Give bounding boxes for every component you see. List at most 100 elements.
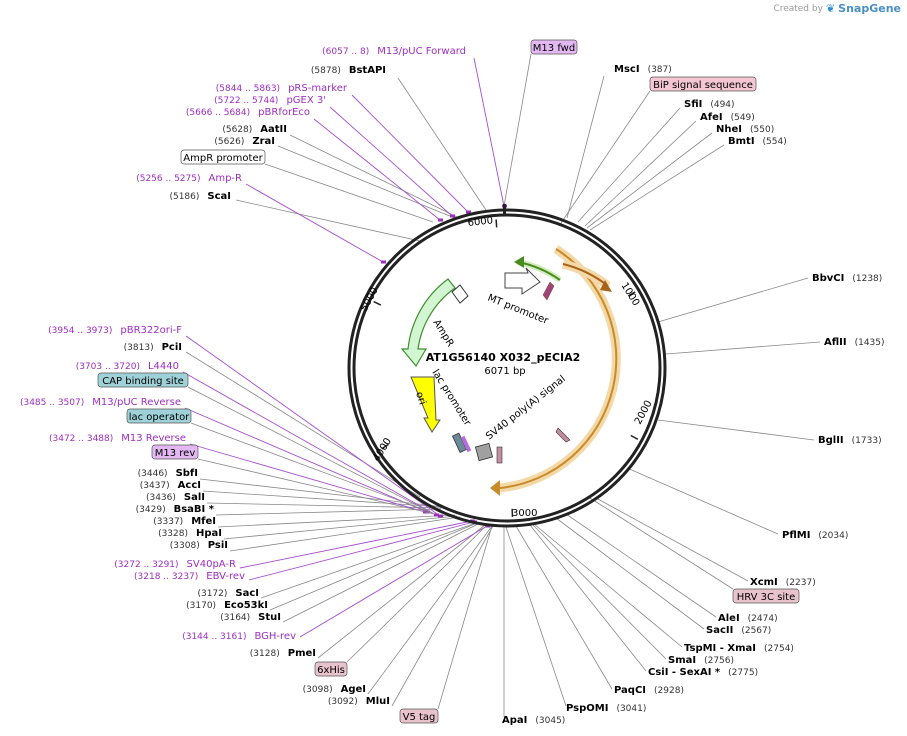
site-agei[interactable]: (3098)AgeI [303, 684, 366, 695]
site-aatii[interactable]: (5628)AatII [222, 124, 287, 135]
site-zrai[interactable]: (5626)ZraI [214, 136, 275, 147]
site-xcmi[interactable]: XcmI(2237) [750, 577, 816, 588]
bip-arc[interactable] [561, 259, 611, 290]
primer-pbr322ori-f[interactable]: (3954 .. 3973)pBR322ori-F [48, 325, 182, 336]
site-name: CsiI - SexAI * [648, 667, 721, 678]
primer-prs-marker[interactable]: (5844 .. 5863)pRS-marker [216, 83, 348, 94]
site-pflmi[interactable]: PflMI(2034) [782, 530, 848, 541]
feature-lac-operator[interactable]: lac operator [126, 408, 192, 424]
site-pmei[interactable]: (3128)PmeI [250, 648, 316, 659]
site-position: (2775) [728, 668, 758, 678]
primer-mark-pbr322ori-f [438, 514, 443, 518]
site-paqci[interactable]: PaqCI(2928) [614, 685, 684, 696]
primer-leader-prs-marker [351, 94, 469, 213]
tick-label-6000: 6000 [467, 215, 493, 229]
leader-psii [229, 516, 461, 552]
site-pspomi[interactable]: PspOMI(3041) [566, 703, 646, 714]
site-bmti[interactable]: BmtI(554) [728, 136, 787, 147]
feature-m13-rev[interactable]: M13 rev [151, 444, 199, 460]
primer-position: (3272 .. 3291) [114, 560, 178, 570]
primer-position: (6057 .. 8) [322, 47, 369, 57]
feature-box [649, 76, 757, 92]
leader-mfei [217, 514, 456, 528]
site-name: HpaI [196, 528, 222, 539]
site-sali[interactable]: (3436)SalI [146, 492, 205, 503]
site-acci[interactable]: (3437) AccI [140, 480, 201, 491]
leader-agei [367, 525, 493, 695]
snapgene-credit: Created by ❦ SnapGene [773, 2, 901, 15]
plasmid-name: AT1G56140 X032_pECIA2 [426, 351, 581, 364]
primer-leader-m13-reverse [189, 443, 426, 513]
site-apai[interactable]: ApaI(3045) [502, 715, 565, 726]
feature-box [151, 444, 199, 460]
site-name: BbvCI [812, 273, 844, 284]
feature-box [126, 408, 192, 424]
site-sacii[interactable]: SacII(2567) [706, 625, 771, 636]
site-position: (3436) [146, 493, 176, 503]
feature-cap-binding-site[interactable]: CAP binding site [97, 372, 189, 388]
primer-l4440[interactable]: (3703 .. 3720)L4440 [76, 361, 179, 372]
primer-name: pRS-marker [288, 83, 348, 94]
feature-v5-tag[interactable]: V5 tag [399, 708, 439, 724]
site-position: (1435) [855, 338, 885, 348]
ori-arrow[interactable] [410, 376, 441, 433]
site-tspmi-xmai[interactable]: TspMI - XmaI(2754) [684, 643, 794, 654]
site-mfei[interactable]: (3337)MfeI [153, 516, 216, 527]
feature-bip-signal-sequence[interactable]: BiP signal sequence [649, 76, 757, 92]
site-sfii[interactable]: SfiI(494) [684, 99, 735, 110]
site-position: (3437) [140, 481, 170, 491]
site-msci[interactable]: MscI(387) [614, 64, 672, 75]
site-name: SfiI [684, 99, 702, 110]
primer-amp-r[interactable]: (5256 .. 5275)Amp-R [136, 173, 242, 184]
primer-m13-reverse[interactable]: (3472 .. 3488)M13 Reverse [49, 433, 186, 444]
site-bsabi[interactable]: (3429)BsaBI * [136, 504, 215, 515]
feature-ampr-promoter[interactable]: AmpR promoter [180, 149, 266, 165]
site-nhei[interactable]: NheI(550) [716, 124, 774, 135]
primer-bgh-rev[interactable]: (3144 .. 3161)BGH-rev [182, 631, 296, 642]
site-name: AccI [178, 480, 201, 491]
site-bstapi[interactable]: (5878)BstAPI [311, 65, 386, 76]
site-bglii[interactable]: BglII(1733) [818, 435, 882, 446]
primer-name: L4440 [148, 361, 179, 372]
tick-label-4000: 4000 [371, 436, 394, 463]
leader-smai [531, 523, 667, 660]
feature-hrv-3c-site[interactable]: HRV 3C site [732, 588, 800, 604]
primer-name: M13/pUC Reverse [92, 397, 181, 408]
site-csii-sexai[interactable]: CsiI - SexAI * (2775) [648, 667, 758, 678]
site-name: ZraI [252, 136, 275, 147]
site-scai[interactable]: (5186)ScaI [169, 191, 231, 202]
site-name: PmeI [288, 648, 316, 659]
site-hpai[interactable]: (3328)HpaI [158, 528, 222, 539]
site-smai[interactable]: SmaI(2756) [668, 655, 734, 666]
primer-m13-puc-reverse[interactable]: (3485 .. 3507)M13/pUC Reverse [20, 397, 181, 408]
leader-bglii [657, 419, 815, 441]
ampr-arrow[interactable] [400, 278, 456, 368]
tick-6000 [495, 219, 498, 228]
primer-m13-puc-forward[interactable]: (6057 .. 8)M13/pUC Forward [322, 46, 466, 57]
site-name: AleI [718, 613, 740, 624]
primer-pgex-3[interactable]: (5722 .. 5744)pGEX 3' [214, 95, 326, 106]
site-pcii[interactable]: (3813)PciI [124, 342, 182, 353]
site-position: (5878) [311, 66, 341, 76]
site-afei[interactable]: AfeI(549) [700, 112, 755, 123]
site-eco53ki[interactable]: (3170)Eco53kI [186, 600, 268, 611]
site-bbvci[interactable]: BbvCI(1238) [812, 273, 882, 284]
primer-sv40pa-r[interactable]: (3272 .. 3291)SV40pA-R [114, 559, 236, 570]
site-alei[interactable]: AleI(2474) [718, 613, 778, 624]
site-mlui[interactable]: (3092)MluI [328, 696, 390, 707]
site-saci[interactable]: (3172)SacI [197, 588, 259, 599]
feature-label: AmpR promoter [183, 153, 263, 164]
site-stui[interactable]: (3164)StuI [220, 612, 281, 623]
feature-m13-fwd[interactable]: M13 fwd [530, 39, 578, 55]
mt-promoter-arrow[interactable] [504, 267, 541, 295]
feature-6xhis[interactable]: 6xHis [314, 661, 348, 677]
site-aflii[interactable]: AflII(1435) [824, 337, 885, 348]
site-position: (3045) [535, 716, 565, 726]
primer-pbrforeco[interactable]: (5666 .. 5684)pBRforEco [186, 107, 310, 118]
feature-box [180, 149, 266, 165]
site-sbfi[interactable]: (3446)SbfI [138, 468, 198, 479]
feature-label: V5 tag [403, 712, 436, 723]
site-psii[interactable]: (3308)PsiI [170, 540, 228, 551]
leader-alei [565, 513, 717, 618]
primer-ebv-rev[interactable]: (3218 .. 3237)EBV-rev [134, 571, 245, 582]
